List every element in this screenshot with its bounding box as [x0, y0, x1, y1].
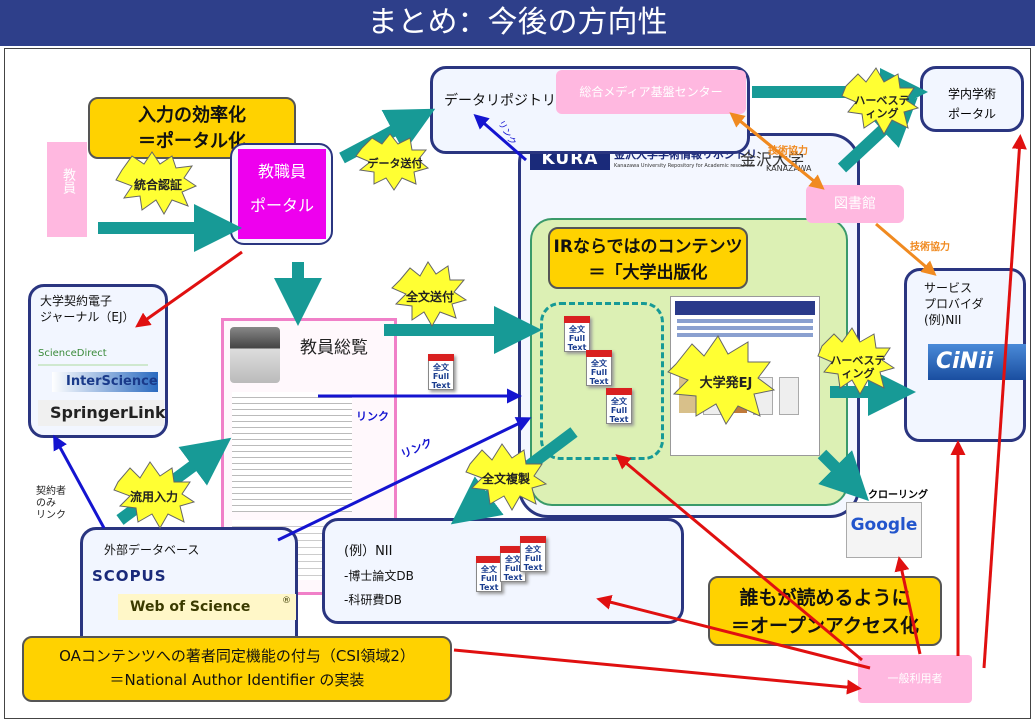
faculty-directory-title: 教員総覧 — [300, 338, 368, 358]
author-identifier-line1: OAコンテンツへの著者同定機能の付与（CSI領域2） — [59, 647, 415, 665]
faculty-label: 教員 — [60, 168, 75, 194]
service-provider-line3: (例)NII — [924, 313, 962, 327]
author-identifier-box: OAコンテンツへの著者同定機能の付与（CSI領域2） ＝National Aut… — [22, 636, 452, 702]
fulltext-doc: 全文 Full Text — [520, 536, 546, 572]
nii-line1: (例）NII — [344, 544, 393, 559]
arrow-extdb-to-ir-link — [277, 417, 532, 542]
web-of-science-logo[interactable]: Web of Science — [118, 594, 296, 620]
google-logo: Google — [850, 515, 918, 535]
web-of-science-reg: ® — [282, 596, 291, 606]
tech-cooperation-label-top: 技術協力 — [768, 146, 808, 157]
staff-portal-button[interactable]: 教職員 ポータル — [238, 149, 326, 239]
starburst-harvest-mid — [817, 327, 896, 396]
faculty-photo — [230, 327, 280, 383]
service-provider-line2: プロバイダ — [924, 297, 984, 311]
fulltext-doc: 全文 Full Text — [500, 546, 526, 582]
open-access-line2: ＝オープンアクセス化 — [731, 615, 919, 637]
arrow-portal-to-repository — [339, 108, 436, 164]
starburst-univ-ej — [667, 335, 776, 425]
contract-link-text: 契約者 のみ リンク — [36, 486, 66, 521]
kura-english-name: Kanazawa University Repository for Acade… — [614, 163, 755, 169]
ir-content-line2: ＝「大学出版化 — [588, 263, 708, 283]
arrow-ir-to-google — [817, 449, 869, 501]
faculty-directory-text-lines — [232, 392, 352, 512]
arrow-portal-to-ej — [135, 250, 243, 328]
ir-content-line1: IRならではのコンテンツ — [553, 237, 743, 257]
springerlink-logo[interactable]: SpringerLink — [38, 400, 166, 426]
scopus-logo[interactable]: SCOPUS — [92, 567, 167, 585]
fulltext-send-label: 全文送付 — [405, 290, 454, 304]
portal-efficiency-line1: 入力の効率化 — [138, 105, 246, 126]
fulltext-doc: 全文 Full Text — [586, 350, 612, 386]
reuse-input-label: 流用入力 — [129, 490, 178, 504]
author-identifier-line2: ＝National Author Identifier の実装 — [109, 671, 365, 689]
ej-line2: ジャーナル（EJ） — [40, 310, 135, 324]
nii-line3: -科研費DB — [344, 593, 402, 607]
campus-portal-line1: 学内学術 — [947, 87, 996, 101]
nii-line2: -博士論文DB — [344, 569, 414, 583]
data-repository-label: データリポジトリ — [444, 93, 556, 109]
general-user-box[interactable]: 一般利用者 — [858, 655, 972, 703]
fulltext-copy-label: 全文複製 — [481, 472, 530, 486]
ej-line1: 大学契約電子 — [40, 294, 113, 308]
harvest-top-label: ハーベスティング — [854, 94, 910, 120]
arrow-user-to-nii — [596, 594, 871, 670]
nii-label: (例）NII -博士論文DB -科研費DB — [344, 540, 414, 612]
fulltext-doc: 全文 Full Text — [606, 388, 632, 424]
library-box[interactable]: 図書館 — [806, 185, 904, 223]
interscience-logo[interactable]: InterScience — [52, 372, 158, 392]
arrow-library-to-service — [875, 222, 937, 276]
campus-portal-box — [920, 66, 1024, 132]
starburst-reuse — [113, 461, 196, 530]
arrow-author-id — [453, 648, 862, 695]
fulltext-doc: 全文 Full Text — [428, 354, 454, 390]
staff-portal-line2: ポータル — [249, 196, 314, 215]
fulltext-doc: 全文 Full Text — [564, 316, 590, 352]
starburst-fulltext-send — [391, 261, 468, 328]
service-provider-label: サービス プロバイダ (例)NII — [924, 280, 984, 328]
arrow-user-to-campus — [982, 134, 1027, 669]
staff-portal-line1: 教職員 — [257, 162, 306, 181]
sciencedirect-logo[interactable]: ScienceDirect — [38, 348, 148, 366]
external-db-box — [80, 527, 298, 657]
arrow-user-to-ir — [615, 454, 863, 662]
ej-label: 大学契約電子 ジャーナル（EJ） — [40, 293, 135, 325]
kanazawa-english: KANAZAWA — [766, 164, 812, 173]
ir-dashed-region — [540, 302, 664, 460]
cinii-logo[interactable]: CiNii — [928, 344, 1026, 380]
google-box[interactable]: Google — [846, 502, 922, 558]
campus-portal-line2: ポータル — [947, 107, 996, 121]
contract-link-label: 契約者 のみ リンク — [36, 486, 66, 522]
data-send-label: データ送付 — [367, 157, 423, 170]
arrow-media-to-library — [733, 114, 825, 190]
faculty-box: 教員 — [47, 142, 87, 237]
arrow-ir-to-repository-link — [473, 114, 527, 162]
campus-portal-label: 学内学術 ポータル — [932, 84, 1012, 124]
arrow-user-to-google — [894, 556, 922, 655]
starburst-fulltext-copy — [465, 443, 548, 512]
page-title: まとめ：今後の方向性 — [0, 0, 1035, 46]
arrow-extdb-to-ej-link — [53, 434, 106, 529]
harvest-mid-label: ハーベスティング — [830, 354, 886, 380]
univ-ej-label: 大学発EJ — [699, 376, 753, 391]
ir-content-box: IRならではのコンテンツ ＝「大学出版化 — [548, 227, 748, 289]
media-center-box: 総合メディア基盤センター — [556, 70, 746, 114]
external-db-label: 外部データベース — [104, 543, 200, 557]
starburst-data-send — [355, 133, 430, 191]
tech-cooperation-label-bottom: 技術協力 — [910, 242, 950, 253]
service-provider-line1: サービス — [924, 281, 973, 295]
content-frame — [4, 48, 1031, 719]
starburst-sso — [115, 151, 198, 216]
link-label-directory: リンク — [356, 410, 389, 423]
kanazawa-university-logo: 金沢大学 — [740, 150, 805, 169]
sso-label: 統合認証 — [133, 178, 182, 192]
starburst-harvest-top — [841, 67, 920, 136]
crawling-label: クローリング — [868, 490, 928, 501]
fulltext-doc: 全文 Full Text — [476, 556, 502, 592]
portal-efficiency-line2: ＝ポータル化 — [138, 131, 246, 152]
